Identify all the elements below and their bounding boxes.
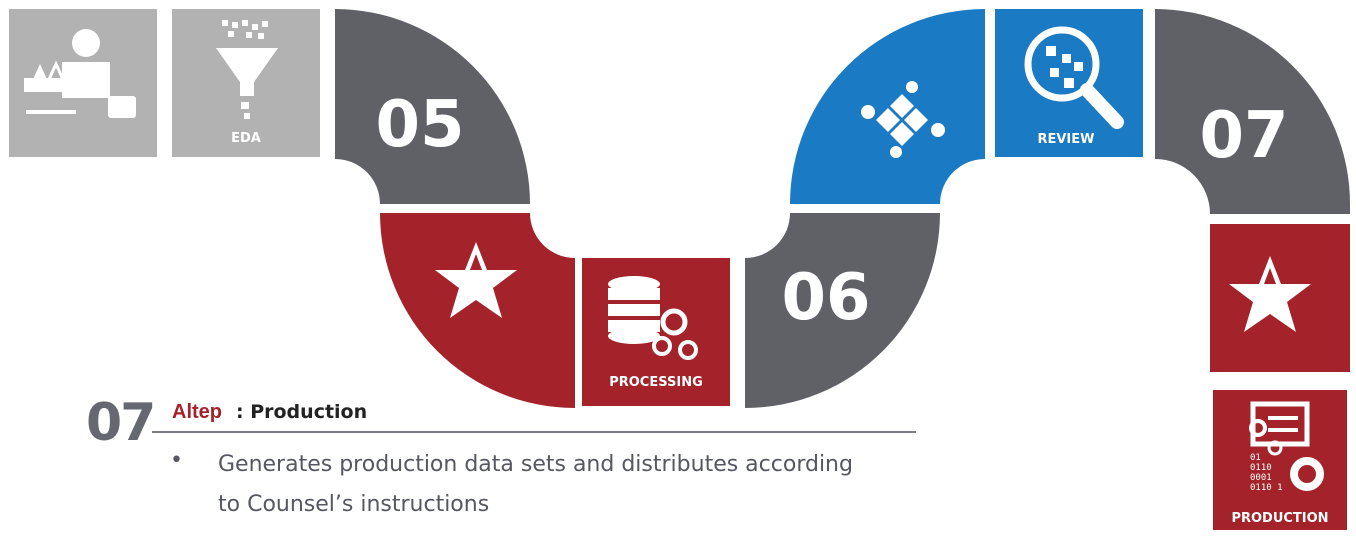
node-network-icon — [861, 81, 945, 158]
arc-step-05 — [335, 9, 530, 204]
processing-label: PROCESSING — [609, 375, 703, 390]
caption-bullet-text: Generates production data sets and distr… — [218, 452, 853, 517]
binary-gears-document-icon: 01 0110 0001 0110 1 — [1249, 401, 1324, 493]
arc-star-1 — [380, 213, 575, 408]
step-07-number: 07 — [1199, 99, 1288, 173]
caption-step-number: 07 — [86, 393, 156, 453]
step-description: 07 Altep : Production • Generates produc… — [86, 393, 916, 533]
arc-analytics — [790, 9, 985, 204]
step-05-number: 05 — [375, 88, 464, 162]
binary-line-1: 01 — [1250, 453, 1261, 463]
legal-counsel-icon — [24, 29, 136, 118]
altep-logo: Altep — [172, 401, 222, 423]
arc-step-07 — [1155, 9, 1350, 214]
production-tile: 01 0110 0001 0110 1 PRODUCTION — [1213, 390, 1347, 530]
processing-tile: PROCESSING — [582, 258, 730, 406]
step-06-number: 06 — [781, 261, 870, 335]
caption-title: : Production — [236, 401, 368, 423]
eda-label: EDA — [231, 131, 261, 146]
bullet-marker: • — [170, 448, 183, 473]
altep-star-icon — [435, 242, 517, 318]
funnel-icon — [216, 20, 278, 119]
altep-star-icon — [1229, 256, 1311, 332]
database-gears-icon — [608, 276, 698, 360]
binary-line-3: 0001 — [1250, 473, 1272, 483]
binary-line-4: 0110 1 — [1250, 483, 1283, 493]
arc-step-06 — [745, 213, 940, 408]
star-tile — [1210, 224, 1350, 372]
eda-tile: EDA — [172, 9, 320, 157]
production-label: PRODUCTION — [1231, 511, 1328, 526]
magnifier-icon — [1024, 26, 1124, 129]
caption-divider — [152, 431, 916, 433]
binary-line-2: 0110 — [1250, 463, 1272, 473]
review-label: REVIEW — [1037, 132, 1094, 147]
review-tile: REVIEW — [995, 9, 1143, 157]
legal-tile — [9, 9, 157, 157]
